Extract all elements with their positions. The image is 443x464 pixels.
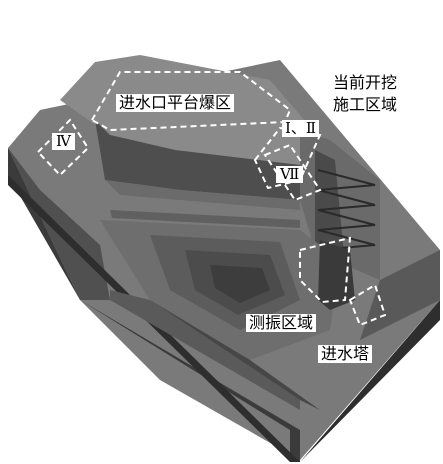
slope-band-1 [105, 180, 300, 210]
marker-zone-1-2: Ⅰ、Ⅱ [282, 120, 320, 137]
pit-terrace-3 [210, 265, 270, 303]
dashed-outline-zone-4 [36, 118, 90, 177]
step-edges [317, 169, 376, 251]
dashed-outline-tower [348, 283, 387, 327]
dashed-outline-zone-1-2 [253, 126, 322, 190]
label-vibration-monitoring-area: 测振区域 [246, 314, 317, 332]
channel-1 [110, 290, 300, 410]
channel-2 [150, 300, 320, 410]
plateau-front-face [95, 120, 300, 200]
right-step-face [315, 150, 345, 265]
terrain-left-face [8, 148, 110, 300]
dashed-outline-inlet-platform [90, 71, 292, 132]
label-current-excavation-area: 当前开挖 施工区域 [332, 73, 397, 114]
label-intake-tower: 进水塔 [318, 345, 373, 363]
dashed-outline-vibration [299, 236, 352, 304]
right-edge-face [360, 250, 440, 340]
marker-zone-7: Ⅶ [276, 166, 304, 183]
slope-band-2 [110, 210, 300, 228]
dashed-outline-zone-7 [263, 143, 322, 202]
label-inlet-platform-blast-zone: 进水口平台爆区 [116, 94, 235, 112]
marker-zone-4: Ⅳ [52, 133, 75, 150]
intake-tower-block [318, 240, 355, 310]
